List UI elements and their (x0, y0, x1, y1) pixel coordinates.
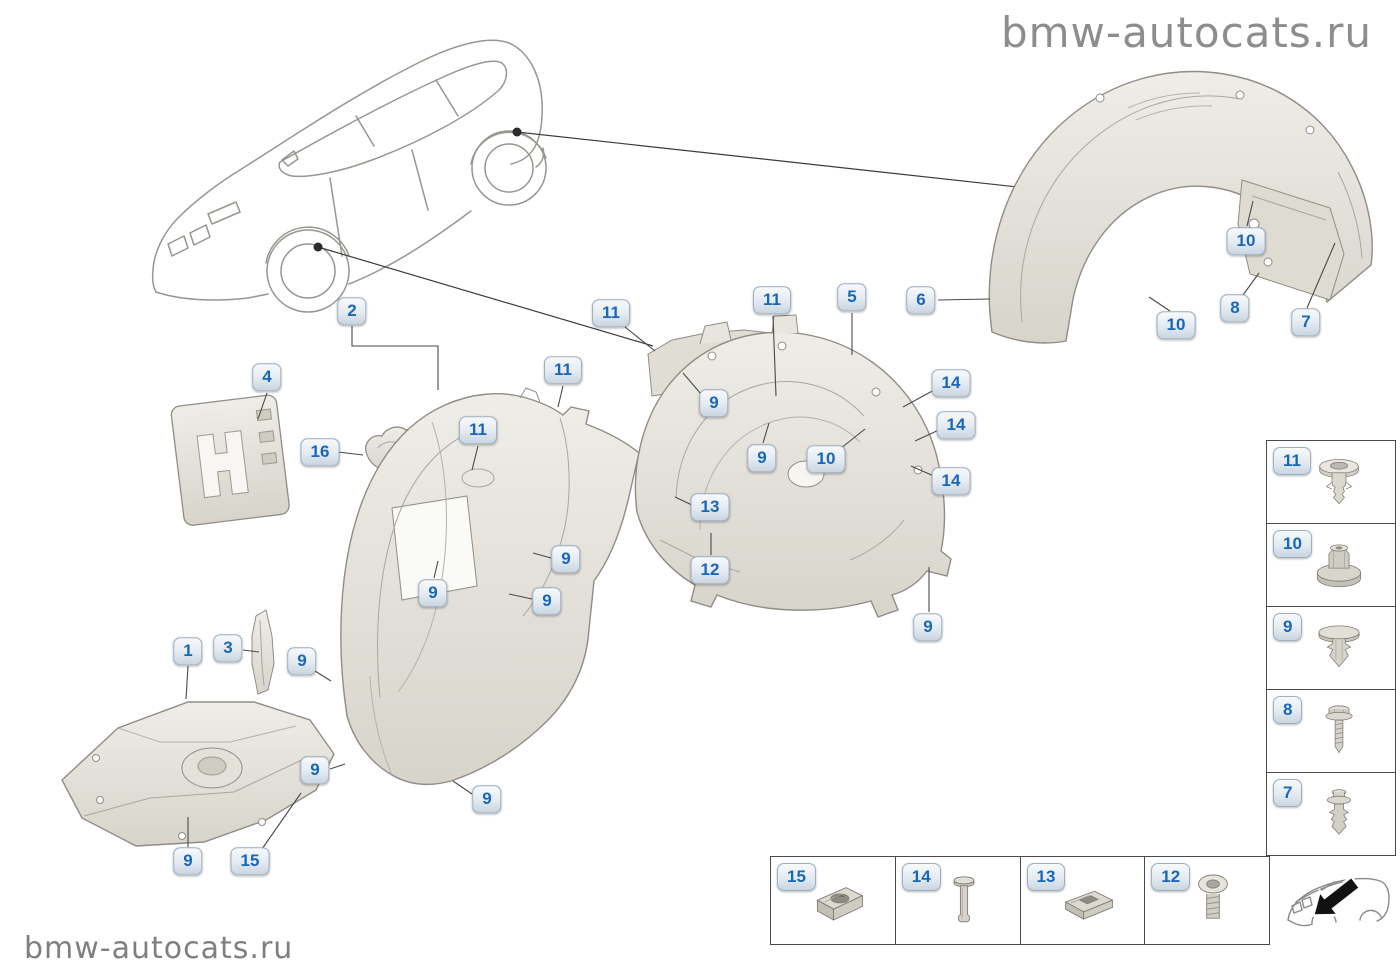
legend-item-10: 10 (1267, 524, 1395, 607)
callout-12: 12 (690, 556, 730, 584)
legend-item-14: 14 (896, 857, 1021, 944)
fastener-legend-right: 11 10 9 8 (1266, 440, 1396, 856)
legend-item-9: 9 (1267, 607, 1395, 690)
legend-item-13: 13 (1021, 857, 1146, 944)
pointer-lines (313, 127, 1046, 347)
callout-10: 10 (1226, 227, 1266, 255)
part-5-rear-wheelhouse (634, 314, 952, 618)
legend-badge-7: 7 (1273, 779, 1303, 807)
clip-nut-icon (816, 887, 864, 921)
site-watermark-bottom: bmw-autocats.ru (24, 931, 294, 966)
legend-badge-11: 11 (1273, 447, 1311, 475)
direction-arrow-icon (1311, 875, 1362, 917)
legend-badge-13: 13 (1026, 863, 1066, 891)
car-direction-thumbnail (1287, 875, 1390, 927)
push-rivet-icon (1326, 789, 1351, 835)
part-1-underbody-shield (61, 701, 335, 847)
callout-5: 5 (837, 283, 867, 311)
part-2-front-wheel-arch-liner (340, 387, 640, 786)
callout-6: 6 (906, 286, 936, 314)
callout-14: 14 (931, 467, 971, 495)
thumbnail-car-icon (1287, 877, 1390, 927)
callout-11: 11 (544, 356, 582, 384)
callout-9: 9 (747, 444, 777, 472)
self-tapping-screw-icon (1325, 705, 1353, 754)
callout-9: 9 (300, 756, 330, 784)
leader-lines (185, 200, 1336, 850)
callout-16: 16 (300, 438, 340, 466)
callout-9: 9 (418, 579, 448, 607)
callout-9: 9 (287, 647, 317, 675)
fastener-legend-bottom: 15 14 13 12 (770, 856, 1270, 945)
callout-11: 11 (592, 299, 630, 327)
legend-item-15: 15 (771, 857, 896, 944)
callout-2: 2 (337, 297, 367, 325)
callout-10: 10 (1156, 311, 1196, 339)
callout-9: 9 (699, 389, 729, 417)
callout-3: 3 (213, 634, 243, 662)
site-watermark-top: bmw-autocats.ru (1000, 8, 1372, 57)
expanding-rivet-icon (1318, 625, 1360, 668)
legend-item-8: 8 (1267, 690, 1395, 773)
callout-9: 9 (551, 545, 581, 573)
callout-9: 9 (173, 847, 203, 875)
callout-9: 9 (472, 785, 502, 813)
legend-item-11: 11 (1267, 441, 1395, 524)
callout-10: 10 (806, 445, 846, 473)
callout-11: 11 (753, 286, 791, 314)
legend-badge-14: 14 (901, 863, 941, 891)
callout-14: 14 (931, 369, 971, 397)
callout-13: 13 (690, 493, 730, 521)
car-outline (151, 39, 547, 313)
washer-head-screw-icon (1198, 874, 1229, 919)
callout-15: 15 (230, 847, 270, 875)
legend-badge-9: 9 (1273, 613, 1303, 641)
callout-1: 1 (173, 637, 203, 665)
legend-item-7: 7 (1267, 773, 1395, 855)
legend-badge-12: 12 (1151, 863, 1191, 891)
callout-9: 9 (532, 587, 562, 615)
callout-8: 8 (1220, 294, 1250, 322)
legend-badge-8: 8 (1273, 696, 1303, 724)
legend-item-12: 12 (1145, 857, 1269, 944)
legend-badge-15: 15 (777, 863, 816, 891)
callout-4: 4 (252, 363, 282, 391)
plastic-flange-nut-icon (1316, 544, 1361, 588)
plastic-expanding-nut-icon (1318, 459, 1359, 505)
callout-7: 7 (1291, 308, 1321, 336)
part-6-rear-wheel-arch-cover (988, 70, 1373, 344)
callout-14: 14 (936, 411, 976, 439)
callout-11: 11 (459, 416, 497, 444)
callout-9: 9 (913, 613, 943, 641)
body-clip-nut-icon (1064, 890, 1114, 921)
blind-rivet-icon (953, 876, 975, 923)
part-3-sealing-strip (251, 609, 275, 695)
part-4-cover-panel (170, 394, 290, 526)
legend-badge-10: 10 (1273, 530, 1312, 558)
